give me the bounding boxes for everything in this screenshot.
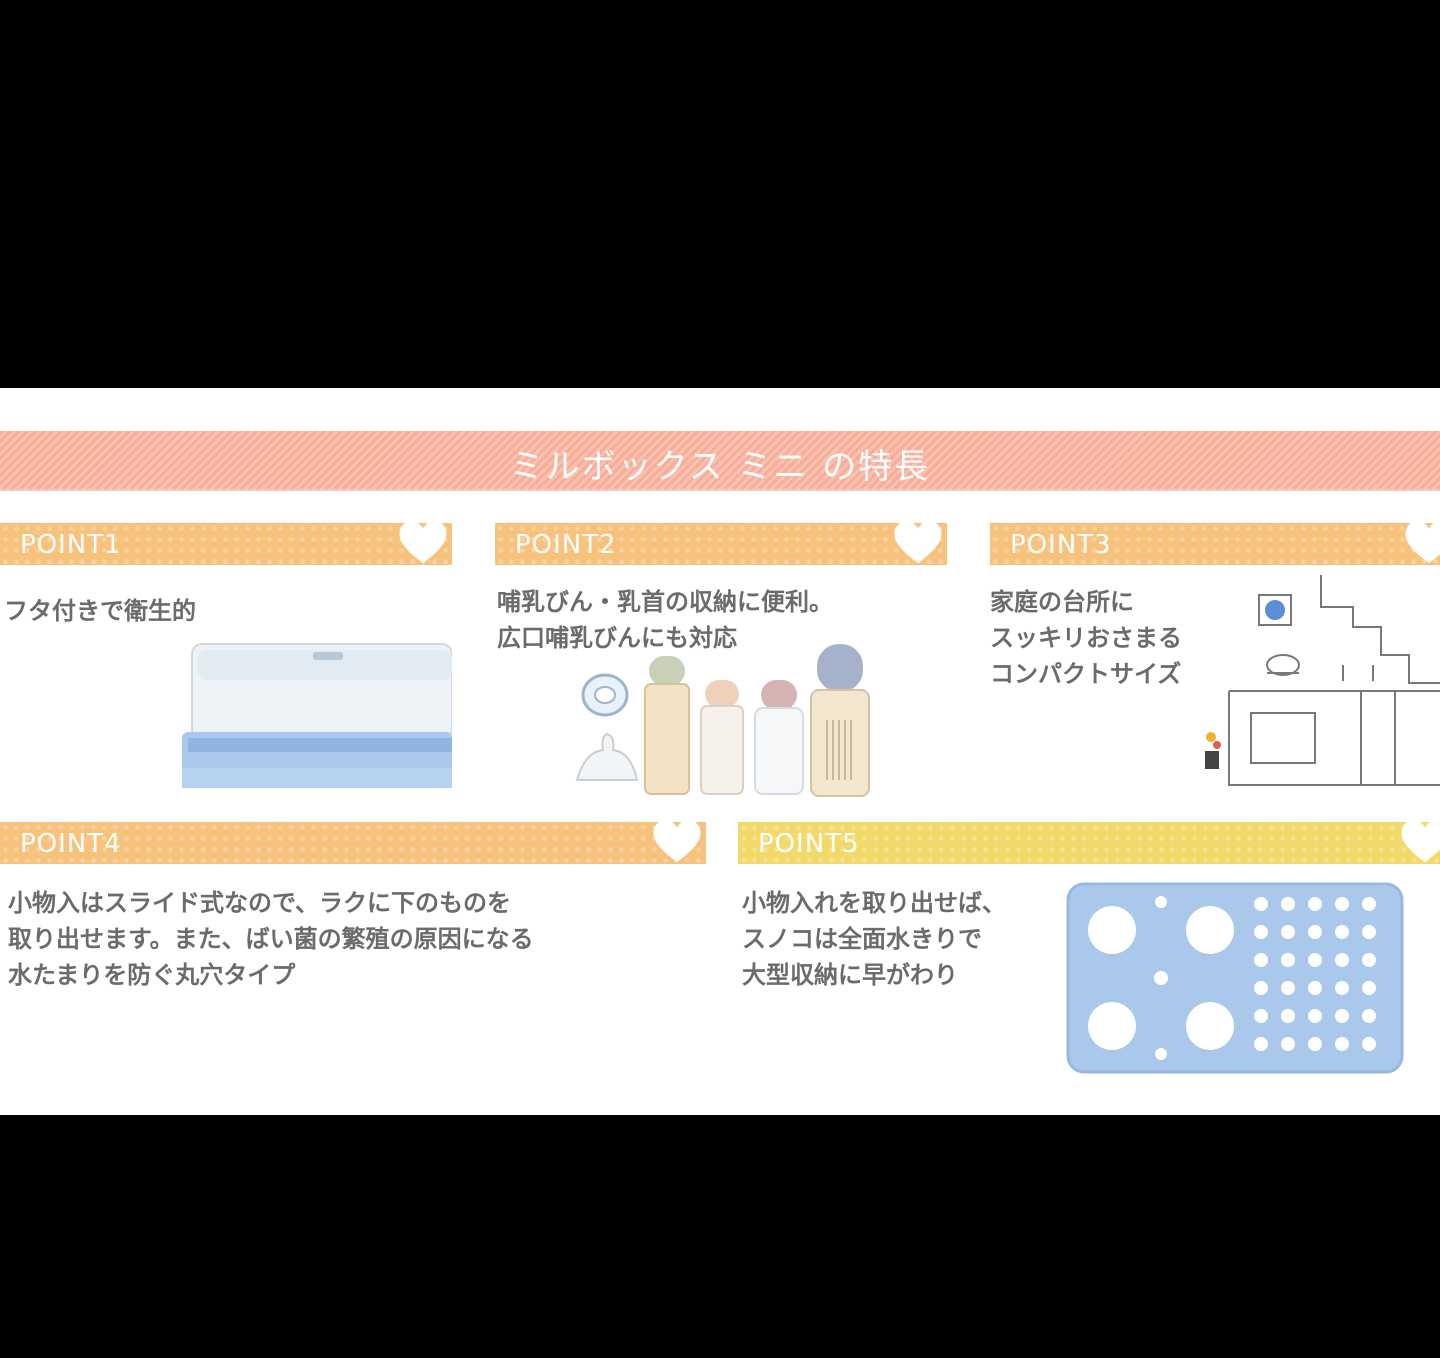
point5-header: POINT5 xyxy=(738,820,1440,864)
point3-text: 家庭の台所に スッキリおさまる コンパクトサイズ xyxy=(990,584,1182,692)
point4-text: 小物入はスライド式なので、ラクに下のものを 取り出せます。また、ばい菌の繁殖の原… xyxy=(8,885,534,993)
point3-label: POINT3 xyxy=(1010,530,1112,560)
kitchen-image xyxy=(1205,575,1440,786)
title-bar: ミルボックス ミニ の特長 xyxy=(0,431,1440,491)
point4-label: POINT4 xyxy=(20,829,122,859)
point1-line-1: フタ付きで衛生的 xyxy=(4,597,196,625)
point1-header: POINT1 xyxy=(0,520,452,565)
page-title: ミルボックス ミニ の特長 xyxy=(509,447,931,487)
point5-label: POINT5 xyxy=(758,829,860,859)
point2-line-2: 広口哺乳びんにも対応 xyxy=(497,624,737,652)
point3-header: POINT3 xyxy=(990,521,1440,565)
heart-icon xyxy=(1401,820,1440,862)
product-box-image xyxy=(182,643,452,788)
point5-line-3: 大型収納に早がわり xyxy=(742,961,958,989)
point2-header: POINT2 xyxy=(495,520,947,565)
point4-line-1: 小物入はスライド式なので、ラクに下のものを xyxy=(8,889,512,917)
heart-icon xyxy=(1405,521,1440,563)
point3-line-1: 家庭の台所に xyxy=(990,588,1134,616)
point4-line-2: 取り出せます。また、ばい菌の繁殖の原因になる xyxy=(8,925,534,953)
point2-line-1: 哺乳びん・乳首の収納に便利。 xyxy=(497,588,833,616)
point5-line-1: 小物入れを取り出せば、 xyxy=(742,889,1006,917)
heart-icon xyxy=(399,520,447,563)
bottles-image xyxy=(575,644,870,797)
heart-icon xyxy=(653,819,701,862)
point5-text: 小物入れを取り出せば、 スノコは全面水きりで 大型収納に早がわり xyxy=(742,885,1006,993)
point4-header: POINT4 xyxy=(0,819,706,864)
point4-line-3: 水たまりを防ぐ丸穴タイプ xyxy=(8,961,296,989)
point5-line-2: スノコは全面水きりで xyxy=(742,925,982,953)
feature-panel: ミルボックス ミニ の特長 POINT1 フタ付きで衛生的 POINT2 哺乳び… xyxy=(0,388,1440,1115)
point3-line-2: スッキリおさまる xyxy=(990,624,1182,652)
point2-text: 哺乳びん・乳首の収納に便利。 広口哺乳びんにも対応 xyxy=(497,584,833,656)
drainer-rack-image xyxy=(1066,882,1404,1074)
point1-text: フタ付きで衛生的 xyxy=(4,593,196,629)
heart-icon xyxy=(894,520,942,563)
point1-label: POINT1 xyxy=(20,530,122,560)
point3-line-3: コンパクトサイズ xyxy=(990,660,1182,688)
point2-label: POINT2 xyxy=(515,530,617,560)
